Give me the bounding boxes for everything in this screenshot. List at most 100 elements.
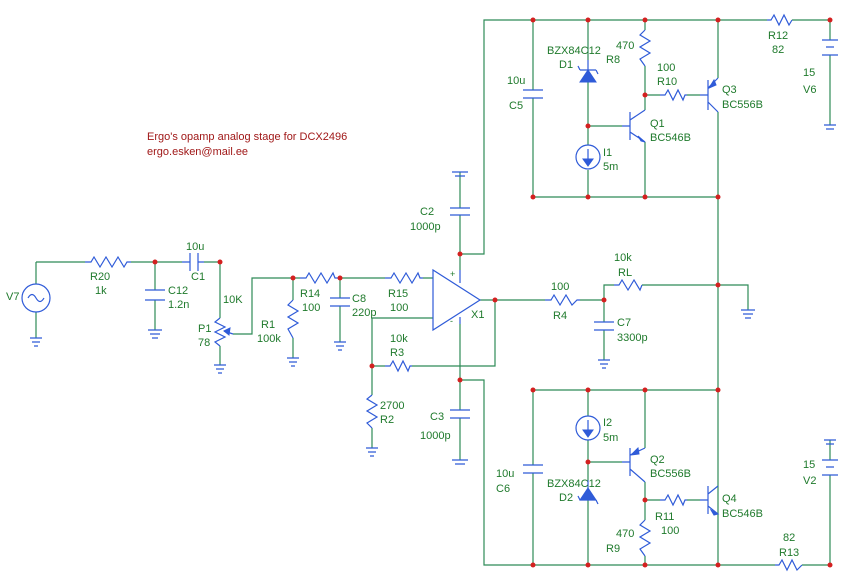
label-r1-ref: R1 (261, 319, 275, 331)
potentiometer-p1-symbol (213, 317, 234, 374)
label-r11-value: 100 (661, 525, 679, 537)
capacitor-c5-symbol (523, 89, 543, 99)
battery-v6-symbol (822, 39, 838, 130)
resistor-r13-symbol (775, 558, 803, 572)
label-x1: X1 (471, 309, 484, 321)
resistor-r12-symbol (767, 13, 793, 27)
zener-d1-symbol (577, 60, 599, 83)
capacitor-c1-symbol (182, 253, 204, 271)
label-r15-value: 100 (390, 302, 408, 314)
resistor-r15-symbol (385, 271, 423, 285)
label-r1-value: 100k (257, 333, 281, 345)
ground-symbol (741, 309, 755, 319)
label-c6-ref: C6 (496, 483, 510, 495)
capacitor-c8-symbol (330, 297, 350, 351)
resistor-r11-symbol (660, 493, 687, 507)
label-r10-ref: R10 (657, 76, 677, 88)
label-v2-ref: V2 (803, 475, 816, 487)
junctions (152, 17, 833, 568)
label-c2-value: 1000p (410, 221, 441, 233)
title-line-1: Ergo's opamp analog stage for DCX2496 (147, 131, 347, 143)
resistor-r9-symbol (638, 519, 652, 557)
label-r15-ref: R15 (388, 288, 408, 300)
title-line-2: ergo.esken@mail.ee (147, 146, 248, 158)
resistor-r2-symbol (365, 394, 379, 457)
label-r12-ref: R12 (768, 30, 788, 42)
resistor-r8-symbol (638, 29, 652, 67)
label-rl-ref: RL (618, 267, 632, 279)
label-q1-ref: Q1 (650, 118, 665, 130)
label-r2-value: 2700 (380, 400, 404, 412)
label-r14-value: 100 (302, 302, 320, 314)
resistor-r4-symbol (545, 293, 580, 307)
zener-d2-symbol (577, 480, 599, 505)
transistor-q2-symbol (622, 446, 646, 483)
label-v2-value: 15 (803, 459, 815, 471)
label-r20-value: 1k (95, 285, 107, 297)
label-r3-ref: R3 (390, 347, 404, 359)
source-v7-symbol (21, 283, 51, 347)
label-r2-ref: R2 (380, 414, 394, 426)
label-i2-value: 5m (603, 432, 618, 444)
label-c8-ref: C8 (352, 293, 366, 305)
label-c12-value: 1.2n (168, 299, 189, 311)
resistor-r3-symbol (385, 359, 412, 373)
label-d2-value: BZX84C12 (547, 478, 601, 490)
label-p1-extra: 10K (223, 294, 243, 306)
transistor-q4-symbol (700, 485, 720, 516)
label-q4-ref: Q4 (722, 493, 737, 505)
label-r9-ref: R9 (606, 543, 620, 555)
label-v6-ref: V6 (803, 84, 816, 96)
transistor-q1-symbol (622, 109, 646, 143)
current-source-i1-symbol (575, 144, 601, 170)
label-r12-value: 82 (772, 44, 784, 56)
label-q2-ref: Q2 (650, 454, 665, 466)
label-r3-value: 10k (390, 333, 408, 345)
label-c5-value: 10u (507, 75, 525, 87)
label-c5-ref: C5 (509, 100, 523, 112)
label-i1-ref: I1 (603, 147, 612, 159)
label-c1-value: 10u (186, 241, 204, 253)
label-c6-value: 10u (496, 468, 514, 480)
label-c7-ref: C7 (617, 317, 631, 329)
label-q3-ref: Q3 (722, 84, 737, 96)
label-d2-ref: D2 (559, 492, 573, 504)
resistor-rl-symbol (614, 278, 643, 292)
current-source-i2-symbol (575, 415, 601, 441)
svg-text:-: - (450, 316, 453, 326)
label-r9-value: 470 (616, 528, 634, 540)
label-r4-ref: R4 (553, 310, 567, 322)
label-q2-value: BC556B (650, 468, 691, 480)
label-p1-ref: P1 (198, 323, 211, 335)
label-c2-ref: C2 (420, 206, 434, 218)
label-q4-value: BC546B (722, 508, 763, 520)
label-r13-value: 82 (783, 532, 795, 544)
resistor-r14-symbol (300, 271, 338, 285)
capacitor-c2-symbol (450, 171, 470, 216)
label-c12-ref: C12 (168, 285, 188, 297)
label-p1-value: 78 (198, 337, 210, 349)
battery-v2-symbol (822, 439, 838, 476)
label-c3-ref: C3 (430, 411, 444, 423)
label-c1-ref: C1 (191, 271, 205, 283)
label-rl-value: 10k (614, 252, 632, 264)
label-v7: V7 (6, 291, 19, 303)
label-r8-value: 470 (616, 40, 634, 52)
resistor-r1-symbol (286, 299, 300, 367)
label-d1-ref: D1 (559, 59, 573, 71)
label-r13-ref: R13 (779, 547, 799, 559)
label-d1-value: BZX84C12 (547, 45, 601, 57)
label-r4-value: 100 (551, 281, 569, 293)
label-r8-ref: R8 (606, 54, 620, 66)
capacitor-c7-symbol (594, 321, 614, 369)
resistor-r20-symbol (85, 255, 131, 269)
svg-text:+: + (450, 269, 455, 279)
label-q3-value: BC556B (722, 99, 763, 111)
capacitor-c12-symbol (145, 289, 165, 339)
label-r11-ref: R11 (655, 511, 674, 523)
label-r14-ref: R14 (300, 288, 320, 300)
opamp-x1-symbol: + - (432, 268, 482, 332)
label-c8-value: 220p (352, 307, 376, 319)
